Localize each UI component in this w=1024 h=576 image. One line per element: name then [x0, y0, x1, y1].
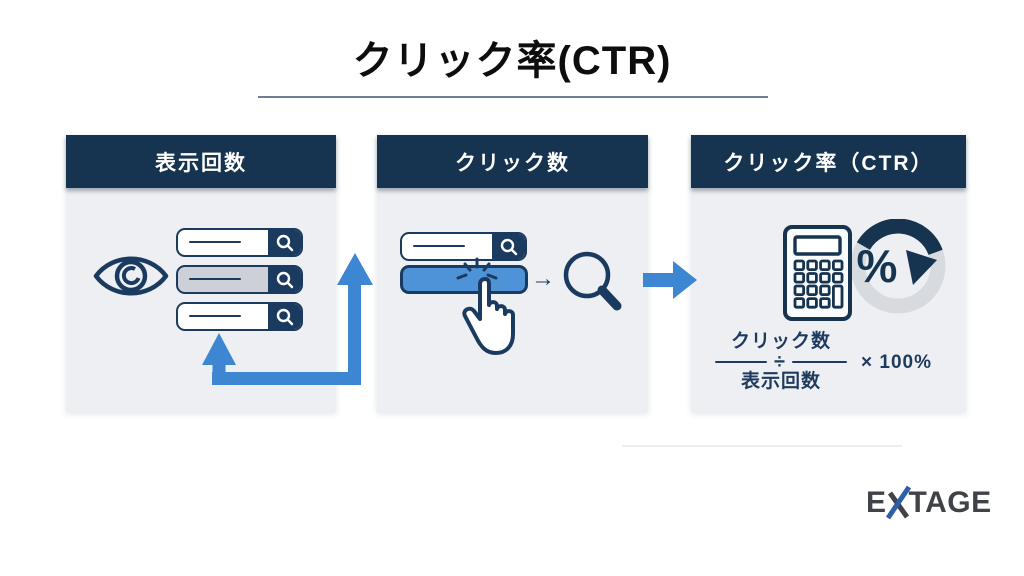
- ctr-formula: クリック数 ÷ 表示回数: [701, 331, 861, 393]
- panel-clicks: クリック数 →: [377, 135, 648, 412]
- search-button-icon: [268, 230, 301, 255]
- extage-logo: E TAGE: [866, 484, 992, 520]
- magnifier-icon: [563, 251, 622, 311]
- magnifier-glyph: [500, 238, 517, 255]
- formula-numerator: クリック数: [730, 331, 831, 352]
- search-bar-text-line: [413, 244, 465, 247]
- title-underline: [258, 96, 768, 98]
- fraction-line: [715, 360, 767, 364]
- panel-ctr-header: クリック率（CTR）: [691, 135, 966, 188]
- formula-fraction-row: ÷: [701, 351, 861, 373]
- calculator-icon: [783, 225, 852, 321]
- formula-denominator: 表示回数: [740, 371, 821, 392]
- arrow-right-icon: →: [531, 265, 555, 292]
- logo-x-icon: [885, 485, 911, 520]
- search-bar-highlighted-icon: [176, 265, 303, 294]
- fraction-line: [791, 360, 847, 364]
- eye-icon: [93, 256, 169, 296]
- magnifier-glyph: [276, 234, 293, 251]
- cycle-arrowhead: [906, 250, 937, 285]
- magnifier-glyph: [276, 271, 293, 288]
- right-arrow: [643, 261, 697, 299]
- faint-divider-line: [622, 445, 902, 447]
- search-bar-text-line: [189, 314, 241, 317]
- search-bar-text-line: [189, 240, 241, 243]
- search-bar-icon: [400, 232, 527, 261]
- hand-pointer-icon: [462, 277, 515, 355]
- panel-impressions-header: 表示回数: [66, 135, 336, 188]
- panel-clicks-title: クリック数: [455, 151, 570, 175]
- percent-glyph: %: [857, 240, 898, 292]
- cycle-arrow-arc: [856, 219, 943, 256]
- search-button-icon: [492, 234, 525, 259]
- clicked-search-bar-icon: [400, 265, 528, 294]
- panel-ctr: クリック率（CTR） %: [691, 135, 966, 412]
- search-bar-text-line: [189, 277, 241, 280]
- search-bar-icon: [176, 302, 303, 331]
- search-button-icon: [268, 304, 301, 329]
- panel-impressions: 表示回数: [66, 135, 336, 412]
- click-burst-icon: [456, 257, 498, 280]
- search-button-icon: [268, 267, 301, 292]
- panel-clicks-header: クリック数: [377, 135, 648, 188]
- u-turn-up-arrow: [202, 253, 373, 385]
- division-sign: ÷: [774, 351, 785, 373]
- panel-impressions-title: 表示回数: [155, 151, 247, 175]
- logo-prefix: E: [866, 486, 887, 519]
- page-title: クリック率(CTR): [352, 39, 672, 83]
- panel-ctr-title: クリック率（CTR）: [723, 151, 934, 175]
- logo-suffix: TAGE: [908, 486, 992, 519]
- formula-multiplier: × 100%: [861, 352, 932, 373]
- search-bar-icon: [176, 228, 303, 257]
- percent-cycle-icon: %: [783, 219, 946, 321]
- magnifier-glyph: [276, 308, 293, 325]
